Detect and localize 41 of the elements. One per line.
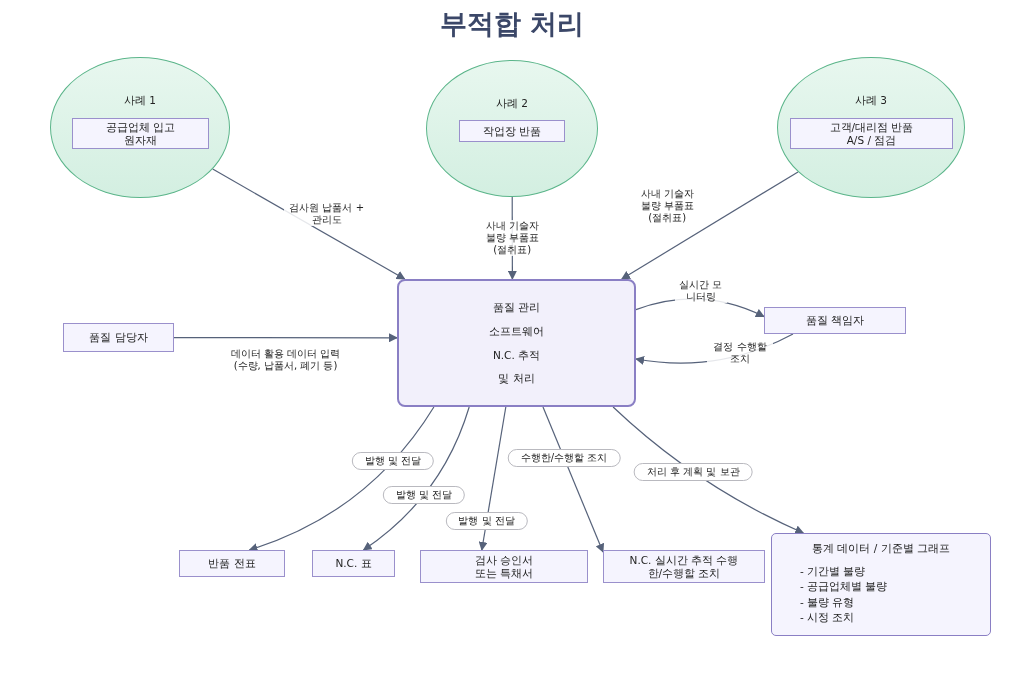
arrow [478,406,507,551]
list-item: - 시정 조치 [800,611,856,624]
list-item: - 불량 유형 [800,595,856,609]
edge-label: 발행 및 전달 [382,486,465,505]
edge-label: 결정 수행할 조치 [707,341,774,366]
diagram-title: 부적합 처리 [439,7,585,41]
process-box [603,550,765,583]
case-item-box [790,118,953,149]
box-label: 공급업체 입고 원자재 [104,120,177,147]
box-label: 검사 승인서 또는 특채서 [473,553,535,580]
edge-label: 발행 및 전달 [351,452,435,471]
process-box: 품질 책임자 [764,307,906,334]
list-item: - 기간별 불량 [800,564,867,578]
case-item-box [72,118,209,149]
system-label: N.C. 추적 [492,348,541,362]
case-title: 사례 1 [124,94,156,107]
process-box: N.C. 표 [312,550,395,577]
arrow [248,406,435,552]
edge-label: 발행 및 전달 [445,512,528,531]
arrow [173,333,398,343]
system-label: 및 처리 [498,372,535,385]
system-label: 품질 관리 [492,301,541,314]
statistics-heading: 통계 데이터 / 기준별 그래프 [812,542,950,555]
edge-label: 처리 후 계획 및 보관 [633,462,753,481]
case-title: 사례 3 [855,94,887,107]
box-label: N.C. 실시간 추적 수행한/수행할 조치 [628,553,740,580]
list-item: - 공급업체별 불량 [800,580,888,593]
case-item-box: 작업장 반품 [459,120,565,142]
case-title: 사례 2 [496,97,528,110]
process-box [420,550,588,583]
process-box: 품질 담당자 [63,323,174,352]
edge-label: 수행한/수행할 조치 [507,448,621,467]
arrow [621,171,799,280]
arrow [542,406,605,553]
edge-label: 실시간 모니터링 [674,279,727,304]
system-box [397,279,636,407]
system-label: 소프트웨어 [489,324,544,338]
statistics-box [771,533,991,636]
process-box: 반품 전표 [179,550,285,577]
arrow [362,406,470,551]
box-label: 고객/대리점 반품 A/S / 점검 [828,120,915,147]
